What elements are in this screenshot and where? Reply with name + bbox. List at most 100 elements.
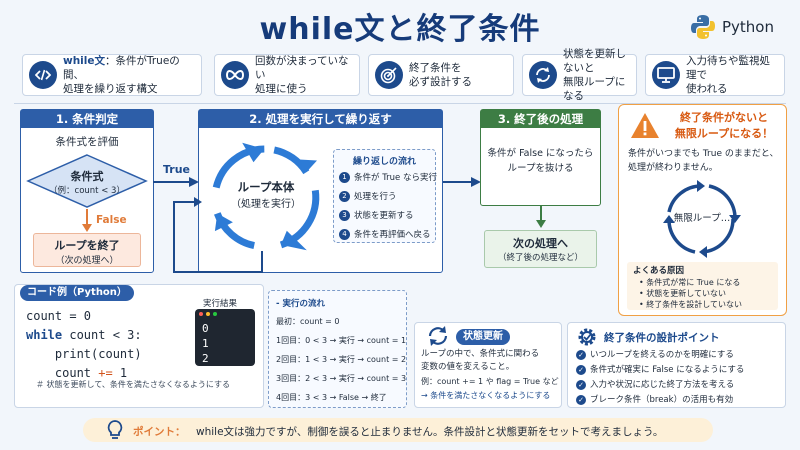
- exec-flow-title: - 実行の流れ: [276, 299, 325, 309]
- next-box: 次の処理へ （終了後の処理など）: [484, 230, 597, 268]
- true-arrow: [153, 177, 199, 187]
- exec-flow-row: 3回目：2 < 3 → 実行 → count = 3: [276, 374, 407, 383]
- cause-item: • 終了条件を設計していない: [639, 300, 743, 309]
- loop-body-title: ループ本体: [237, 180, 295, 194]
- exec-flow-row: 1回目：0 < 3 → 実行 → count = 1: [276, 336, 407, 345]
- divider: [14, 103, 786, 104]
- cause-item: • 状態を更新していない: [639, 289, 727, 298]
- monitor-icon: [652, 61, 680, 89]
- flow-title: 繰り返しの流れ: [352, 157, 416, 167]
- loop-body-sub: （処理を実行）: [231, 199, 301, 210]
- check-icon: ✓: [576, 349, 586, 360]
- false-label: False: [96, 214, 127, 226]
- state-update-text: ループの中で、条件式に関わる 変数の値を変えること。: [421, 349, 540, 372]
- exit-box: ループを終了 （次の処理へ）: [33, 233, 141, 267]
- step3-header: 3. 終了後の処理: [481, 110, 600, 128]
- design-item: ✓入力や状況に応じた終了方法を考える: [576, 378, 744, 393]
- causes-title: よくある原因: [633, 266, 685, 276]
- exec-flow-row: 4回目：3 < 3 → False → 終了: [276, 393, 387, 402]
- exec-flow-row: 最初：count = 0: [276, 317, 340, 326]
- terminal: 0 1 2: [195, 309, 255, 366]
- code-line: while count < 3:: [26, 328, 142, 342]
- infinity-icon: [221, 61, 249, 89]
- step2-panel: 2. 処理を実行して繰り返す: [198, 109, 443, 273]
- code-line: count += 1: [26, 366, 128, 380]
- loop-back-arrow: [173, 197, 263, 273]
- condition-diamond: [26, 154, 148, 208]
- warning-icon: [631, 113, 659, 138]
- feature-text: 終了条件を 必ず設計する: [409, 61, 472, 88]
- state-update-badge: 状態更新: [456, 329, 510, 345]
- python-icon: [691, 15, 715, 39]
- point-bar: [83, 418, 713, 442]
- false-arrow: [82, 209, 92, 232]
- point-text: while文は強力ですが、制御を誤ると止まりません。条件設計と状態更新をセットで…: [196, 426, 664, 438]
- output-line: 1: [202, 337, 209, 350]
- step1-subtitle: 条件式を評価: [55, 136, 119, 148]
- step-number-icon: 2: [339, 191, 350, 202]
- code-badge: コード例（Python）: [20, 285, 134, 301]
- gear-icon: [578, 328, 596, 346]
- check-icon: ✓: [576, 379, 586, 390]
- refresh-icon: [529, 61, 557, 89]
- design-item: ✓いつループを終えるのかを明確にする: [576, 348, 744, 363]
- step2-header: 2. 処理を実行して繰り返す: [199, 110, 442, 128]
- true-label: True: [163, 163, 191, 176]
- point-label: ポイント：: [133, 426, 186, 438]
- exit-title: ループを終了: [54, 239, 120, 252]
- code-line: count = 0: [26, 309, 92, 323]
- state-update-arrow-text: → 条件を満たさなくなるようにする: [421, 391, 551, 400]
- feature-card: 回数が決まっていない 処理に使う: [214, 54, 360, 96]
- warning-title: 終了条件がないと 無限ループになる！: [674, 111, 774, 140]
- condition-title: 条件式: [70, 170, 104, 183]
- cause-item: • 条件式が常に True になる: [639, 278, 741, 287]
- exit-sub: （次の処理へ）: [55, 256, 119, 266]
- feature-text: 入力待ちや監視処理で 使われる: [686, 54, 770, 96]
- to-step3-arrow: [443, 177, 481, 187]
- feature-text: 回数が決まっていない 処理に使う: [255, 54, 349, 96]
- logo-text: Python: [722, 18, 774, 36]
- design-title: 終了条件の設計ポイント: [604, 332, 720, 344]
- feature-card: while文：条件がTrueの間、 処理を繰り返す構文: [22, 54, 202, 96]
- condition-example: （例：count < 3）: [49, 186, 125, 196]
- exec-flow-box: - 実行の流れ 最初：count = 0 1回目：0 < 3 → 実行 → cou…: [268, 290, 407, 408]
- page-title: while文と終了条件: [259, 12, 541, 47]
- step3-text: 条件が False になったら ループを抜ける: [487, 148, 594, 175]
- infinite-loop-label: 無限ループ…: [673, 213, 731, 224]
- design-item: ✓条件式が確実に False になるようにする: [576, 363, 744, 378]
- causes-box: よくある原因 • 条件式が常に True になる • 状態を更新していない • 終了…: [627, 262, 778, 310]
- loop-cycle-icon: [212, 142, 320, 251]
- code-line: print(count): [26, 347, 142, 361]
- feature-card: 状態を更新しないと 無限ループになる: [522, 48, 637, 102]
- code-icon: [29, 61, 57, 89]
- exec-flow-row: 2回目：1 < 3 → 実行 → count = 2: [276, 355, 407, 364]
- to-next-arrow: [536, 206, 546, 228]
- infinite-loop-icon: [663, 180, 741, 258]
- lightbulb-icon: [107, 420, 123, 439]
- design-panel: [567, 322, 786, 408]
- feature-text: 状態を更新しないと 無限ループになる: [563, 47, 626, 103]
- result-label: 実行結果: [203, 299, 238, 309]
- target-icon: [375, 61, 403, 89]
- python-logo: Python: [690, 14, 774, 40]
- step-number-icon: 1: [339, 172, 350, 183]
- state-update-example: 例：count += 1 や flag = True など: [421, 377, 559, 386]
- feature-card: 終了条件を 必ず設計する: [368, 54, 514, 96]
- warning-text: 条件がいつまでも True のままだと、 処理が終わりません。: [628, 149, 779, 173]
- design-item: ✓ブレーク条件（break）の活用も有効: [576, 393, 744, 408]
- step1-header: 1. 条件判定: [21, 110, 153, 128]
- feature-card: 入力待ちや監視処理で 使われる: [645, 54, 785, 96]
- next-title: 次の処理へ: [513, 237, 568, 250]
- next-sub: （終了後の処理など）: [497, 253, 583, 263]
- check-icon: ✓: [576, 364, 586, 375]
- output-line: 2: [202, 352, 209, 365]
- check-icon: ✓: [576, 394, 586, 405]
- feature-text: while文：条件がTrueの間、 処理を繰り返す構文: [63, 54, 180, 96]
- output-line: 0: [202, 322, 209, 335]
- step3-panel: 3. 終了後の処理 条件が False になったら ループを抜ける: [480, 109, 601, 206]
- refresh-icon: [428, 326, 448, 346]
